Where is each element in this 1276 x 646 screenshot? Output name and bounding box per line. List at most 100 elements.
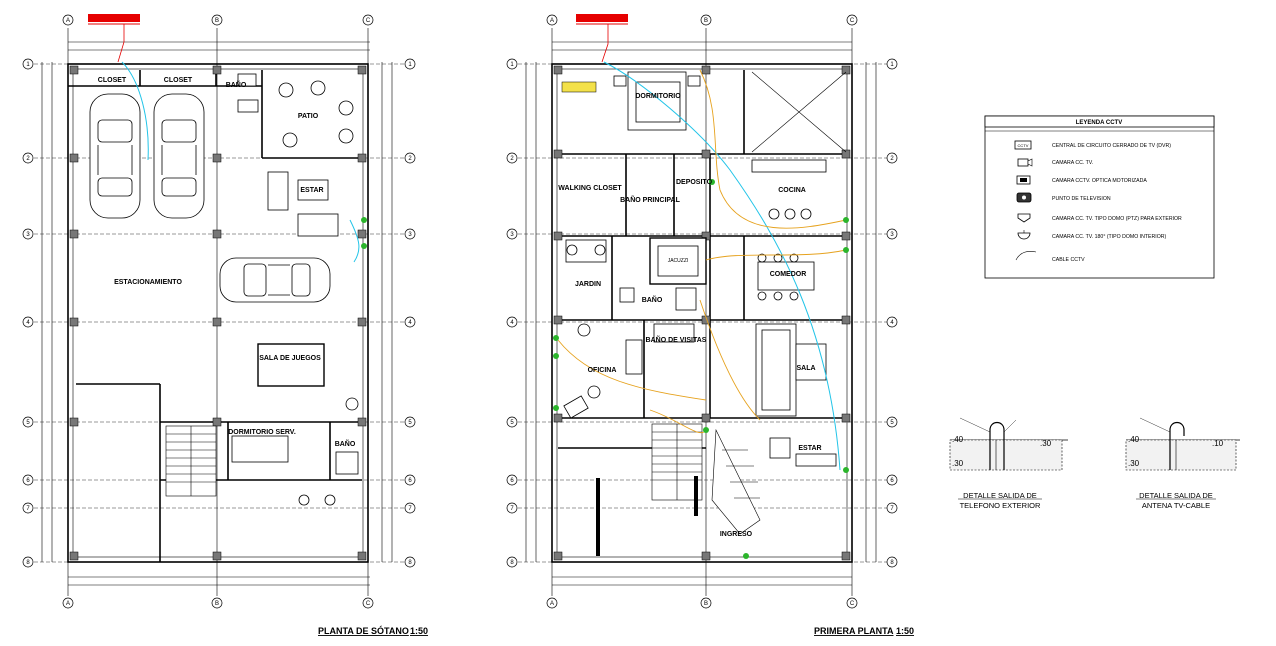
- detail-antena: .40 .30 .10 DETALLE SALIDA DE ANTENA TV-…: [1125, 417, 1240, 510]
- legend-item-7: CABLE CCTV: [1052, 257, 1085, 263]
- detail-ant-dim-1: .40: [1128, 435, 1140, 444]
- room-jardin: JARDIN: [575, 281, 601, 288]
- room-closet-a: CLOSET: [98, 77, 127, 84]
- room-walking-closet: WALKING CLOSET: [558, 185, 622, 192]
- legend-title: LEYENDA CCTV: [1076, 120, 1122, 126]
- grid-row-2-left-r: 2: [408, 156, 412, 162]
- grid-row-8-left: 8: [26, 560, 30, 566]
- plan-right-scale: 1:50: [896, 626, 914, 636]
- room-dormitorio: DORMITORIO: [635, 93, 681, 100]
- grid-row-4-right-r: 4: [890, 320, 894, 326]
- grid-col-b-top-left: B: [215, 18, 219, 24]
- detail-tel-title-1: DETALLE SALIDA DE: [963, 491, 1037, 500]
- grid-row-7-right: 7: [510, 506, 514, 512]
- detail-ant-dim-2: .30: [1128, 459, 1140, 468]
- car-1: [89, 93, 141, 219]
- grid-row-6-right: 6: [510, 478, 514, 484]
- cctv-nodes-right: [553, 179, 849, 559]
- room-comedor: COMEDOR: [770, 271, 807, 278]
- room-dormitorio-serv: DORMITORIO SERV.: [228, 429, 296, 436]
- legend-item-2: CAMARA CC. TV.: [1052, 160, 1093, 166]
- camera-icon: [1017, 158, 1033, 167]
- red-marker-left: [88, 14, 140, 22]
- detail-telefono: .40 .30 .30 DETALLE SALIDA DE TELEFONO E…: [949, 417, 1068, 510]
- furniture-left: [231, 73, 359, 506]
- legend-item-3: CAMARA CCTV. OPTICA MOTORIZADA: [1052, 178, 1147, 184]
- grid-row-5-left-r: 5: [408, 420, 412, 426]
- cctv-cable-left: [121, 61, 360, 263]
- grid-row-3-right-r: 3: [890, 232, 894, 238]
- grid-col-c-bottom-left: C: [366, 601, 371, 607]
- room-patio: PATIO: [298, 113, 319, 120]
- columns-right: [553, 65, 851, 561]
- grid-col-c-top-right: C: [850, 18, 855, 24]
- plan-right: DORMITORIO WALKING CLOSET BAÑO PRINCIPAL…: [506, 14, 914, 636]
- detail-ant-title-2: ANTENA TV-CABLE: [1142, 501, 1210, 510]
- grid-col-b-bottom-left: B: [215, 601, 219, 607]
- grid-col-a-bottom-right: A: [550, 601, 554, 607]
- room-bano-principal: BAÑO PRINCIPAL: [620, 195, 680, 204]
- svg-text:CCTV: CCTV: [1018, 143, 1029, 148]
- grid-row-7-right-r: 7: [890, 506, 894, 512]
- detail-tel-title-2: TELEFONO EXTERIOR: [960, 501, 1041, 510]
- plan-left-scale: 1:50: [410, 626, 428, 636]
- grid-row-6-right-r: 6: [890, 478, 894, 484]
- cctv-cable-orange-right: [557, 69, 847, 434]
- grid-row-2-right-r: 2: [890, 156, 894, 162]
- grid-row-3-left: 3: [26, 232, 30, 238]
- plan-right-title: PRIMERA PLANTA: [814, 626, 894, 636]
- grid-col-a-top-right: A: [550, 18, 554, 24]
- grid-col-a-bottom-left: A: [66, 601, 70, 607]
- cctv-cable-cyan-right: [603, 61, 841, 471]
- grid-col-c-top-left: C: [366, 18, 371, 24]
- grid-col-a-top-left: A: [66, 18, 70, 24]
- furniture-right: [563, 71, 837, 467]
- grid-row-1-right: 1: [510, 62, 514, 68]
- grid-row-1-right-r: 1: [890, 62, 894, 68]
- stairs-left: [165, 425, 217, 497]
- grid-row-1-left: 1: [26, 62, 30, 68]
- car-2: [153, 93, 205, 219]
- dimension-lines-right: [525, 28, 877, 596]
- stairs-right: [651, 423, 761, 535]
- detail-tel-dim-2: .30: [952, 459, 964, 468]
- open-shaft: [751, 71, 847, 153]
- grid-row-7-left: 7: [26, 506, 30, 512]
- grid-row-3-right: 3: [510, 232, 514, 238]
- dome-ext-icon: [1017, 213, 1031, 223]
- grid-row-5-right: 5: [510, 420, 514, 426]
- plan-left: CLOSET CLOSET BAÑO PATIO ESTAR ESTACIONA…: [22, 14, 428, 636]
- room-deposito: DEPOSITO: [676, 179, 713, 186]
- columns-left: [69, 65, 367, 561]
- grid-row-2-left: 2: [26, 156, 30, 162]
- room-ingreso: INGRESO: [720, 531, 753, 538]
- car-3: [219, 257, 331, 303]
- grid-row-7-left-r: 7: [408, 506, 412, 512]
- room-closet-b: CLOSET: [164, 77, 193, 84]
- grid-row-8-right-r: 8: [890, 560, 894, 566]
- tv-point-icon: [1016, 192, 1032, 203]
- grid-col-b-top-right: B: [704, 18, 708, 24]
- room-bano-visitas: BAÑO DE VISITAS: [646, 335, 707, 344]
- detail-tel-dim-1: .40: [952, 435, 964, 444]
- room-oficina: OFICINA: [588, 367, 617, 374]
- detail-ant-dim-3: .10: [1212, 439, 1224, 448]
- grid-row-6-left-r: 6: [408, 478, 412, 484]
- detail-tel-dim-3: .30: [1040, 439, 1052, 448]
- room-cocina: COCINA: [778, 187, 806, 194]
- plan-left-title: PLANTA DE SÓTANO: [318, 625, 409, 636]
- walls-left: [67, 63, 369, 563]
- room-sala-juegos: SALA DE JUEGOS: [259, 355, 321, 362]
- motor-camera-icon: [1016, 175, 1031, 185]
- grid-col-c-bottom-right: C: [850, 601, 855, 607]
- room-sala: SALA: [796, 365, 815, 372]
- room-estacionamiento: ESTACIONAMIENTO: [114, 279, 182, 286]
- grid-col-b-bottom-right: B: [704, 601, 708, 607]
- grid-row-5-right-r: 5: [890, 420, 894, 426]
- room-estar-right: ESTAR: [798, 445, 821, 452]
- room-bano: BAÑO: [642, 295, 663, 304]
- grid-row-4-left: 4: [26, 320, 30, 326]
- legend-item-1: CENTRAL DE CIRCUITO CERRADO DE TV (DVR): [1052, 143, 1171, 149]
- legend-cctv: LEYENDA CCTV CCTV CENTRAL DE CIRCUITO CE…: [984, 115, 1215, 279]
